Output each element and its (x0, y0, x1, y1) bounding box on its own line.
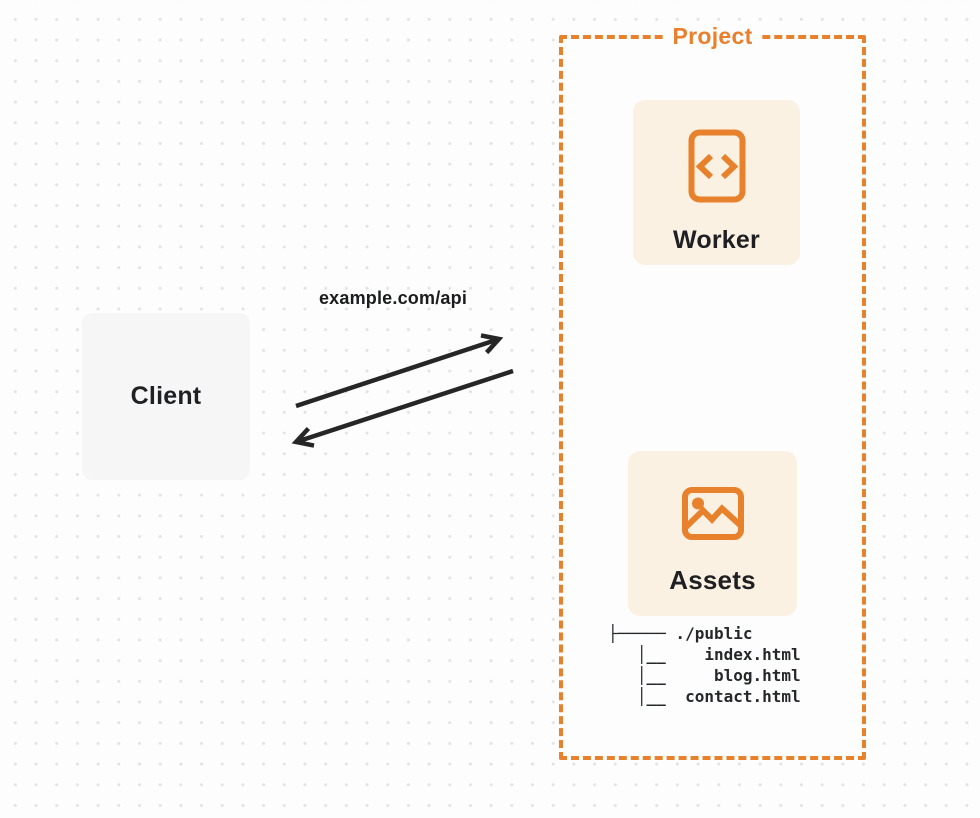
image-icon (681, 487, 744, 540)
tree-line-public: ├───── ./public (608, 624, 753, 643)
tree-line-contact: │__ contact.html (608, 687, 801, 706)
assets-node: Assets (628, 451, 797, 616)
client-label: Client (130, 382, 202, 410)
assets-label: Assets (669, 565, 756, 595)
tree-line-blog: │__ blog.html (608, 666, 801, 685)
client-node: Client (82, 313, 250, 480)
worker-label: Worker (673, 226, 760, 254)
tree-line-index: │__ index.html (608, 645, 801, 664)
worker-node: Worker (633, 100, 800, 265)
response-arrow (291, 368, 514, 448)
request-arrow (295, 333, 504, 409)
public-file-tree: ├───── ./public │__ index.html │__ blog.… (608, 623, 801, 707)
code-document-icon (688, 129, 746, 203)
request-url-label: example.com/api (318, 288, 468, 308)
project-label: Project (665, 23, 760, 50)
project-container: Project Worker Assets (559, 23, 866, 760)
